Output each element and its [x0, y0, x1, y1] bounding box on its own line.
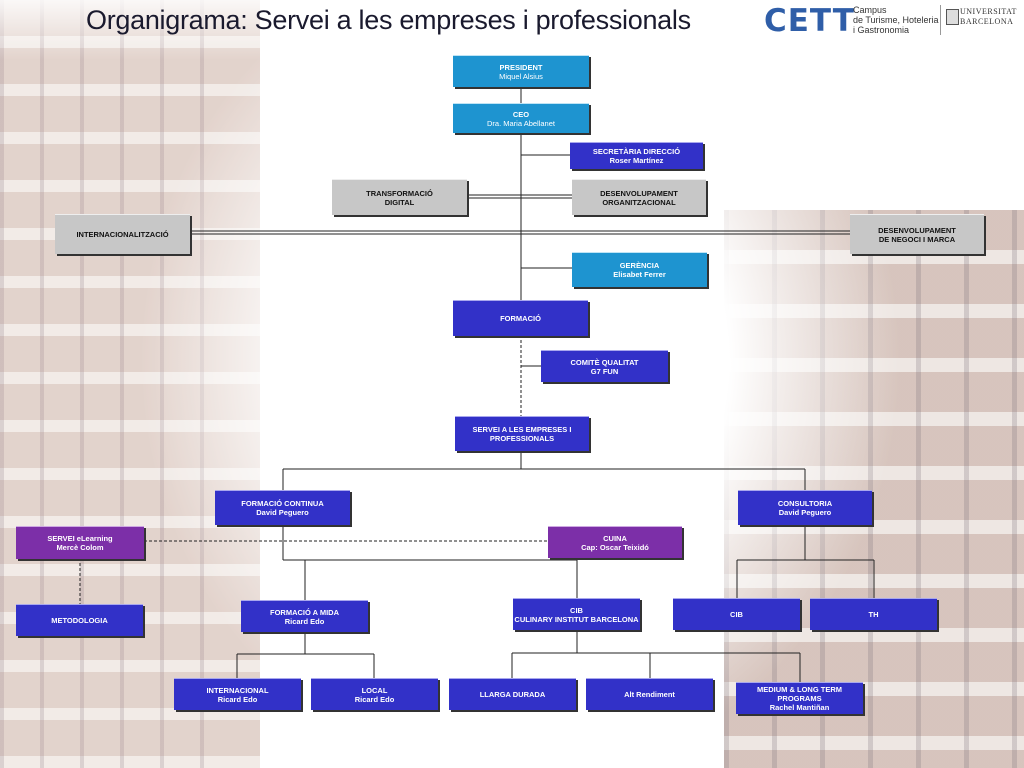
page-title: Organigrama: Servei a les empreses i pro…	[86, 5, 691, 35]
university-text: UNIVERSITAT BARCELONA	[960, 7, 1017, 26]
logo-separator	[940, 5, 941, 35]
node-llarga-durada: LLARGA DURADA	[449, 678, 576, 710]
node-metodologia: METODOLOGIA	[16, 604, 143, 636]
node-internacionalitzacio: INTERNACIONALITZACIÓ	[55, 214, 190, 254]
node-cib: CIB	[673, 598, 800, 630]
node-th: TH	[810, 598, 937, 630]
node-alt-rendiment: Alt Rendiment	[586, 678, 713, 710]
university-seal-icon	[946, 9, 959, 25]
cett-logo-text: CETT	[764, 3, 855, 39]
node-formacio: FORMACIÓ	[453, 300, 588, 336]
cett-ub-logo: CETT Campus de Turisme, Hoteleria i Gast…	[764, 3, 1019, 39]
campus-text: Campus de Turisme, Hoteleria i Gastronom…	[853, 5, 939, 35]
